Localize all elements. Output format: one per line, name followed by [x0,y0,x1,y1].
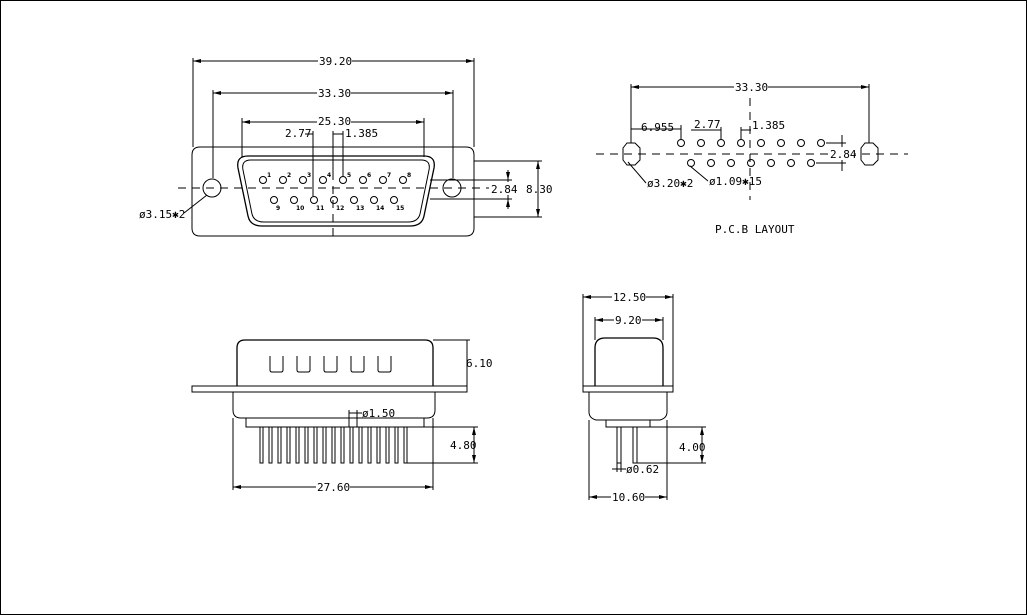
pin-number: 14 [376,205,384,212]
dim-overall-width: 39.20 [319,55,352,68]
pcb-dim-mount-pitch: 33.30 [735,81,768,94]
pcb-mount-hole-left [622,142,641,166]
end-pin-1 [616,426,622,464]
front-view: 1 2 3 4 5 6 7 8 9 10 11 12 13 14 15 [139,54,553,240]
pin [319,176,327,184]
end-shell [594,337,664,386]
pin-number: 7 [387,172,391,179]
pcb-layout-view: 33.30 6.955 2.77 1.385 2.84 ø3.20✱2 ø1.0… [596,80,908,236]
pin [350,196,358,204]
pin [359,176,367,184]
pin [279,176,287,184]
pin [379,176,387,184]
pin-number: 15 [396,205,404,212]
pin-number: 12 [336,205,344,212]
pin [270,196,278,204]
side-pins [259,426,408,464]
pcb-hole-row-1 [677,139,825,147]
dim-overall-height: 8.30 [526,183,553,196]
pin-number: 5 [347,172,351,179]
pin-number: 1 [267,172,271,179]
dim-row-spacing: 2.84 [491,183,518,196]
pcb-dim-mount-hole: ø3.20✱2 [647,177,693,190]
side-dim-pin-dia: ø1.50 [362,407,395,420]
pin [399,176,407,184]
side-dim-shell-height: 6.10 [466,357,493,370]
end-dim-shell-width: 9.20 [615,314,642,327]
pcb-hole-row-2 [687,159,815,167]
end-flange [582,385,674,393]
end-pin-base [605,419,651,428]
front-d-shell-inner [242,159,430,223]
pcb-dim-edge-offset: 6.955 [641,121,674,134]
pin-number: 2 [287,172,291,179]
pin [299,176,307,184]
pin-number: 6 [367,172,371,179]
end-body [588,392,668,421]
side-view: 6.10 ø1.50 4.80 27.60 [191,339,493,494]
dim-pin-pitch: 2.77 [285,127,312,140]
side-body [232,392,436,419]
pcb-dim-pin-hole: ø1.09✱15 [709,175,762,188]
dim-mount-pitch: 33.30 [318,87,351,100]
front-pin-row-1: 1 2 3 4 5 6 7 8 [259,172,411,184]
dim-shell-width: 25.30 [318,115,351,128]
pcb-dim-offset: 1.385 [752,119,785,132]
pcb-dim-row-spacing: 2.84 [830,148,857,161]
pin [310,196,318,204]
pcb-dim-pitch: 2.77 [694,118,721,131]
pin-number: 4 [327,172,331,179]
pin-number: 9 [276,205,280,212]
end-dim-pin-length: 4.00 [679,441,706,454]
pin [330,196,338,204]
front-pin-row-2: 9 10 11 12 13 14 15 [270,196,404,212]
end-pin-2 [632,426,638,464]
dim-mount-hole: ø3.15✱2 [139,208,185,221]
pin [370,196,378,204]
end-dim-body-width: 10.60 [612,491,645,504]
pin-number: 10 [296,205,304,212]
pin [339,176,347,184]
pin [390,196,398,204]
front-flange [191,146,475,237]
side-dim-body-width: 27.60 [317,481,350,494]
pin [259,176,267,184]
dim-pin-offset: 1.385 [345,127,378,140]
pin-number: 13 [356,205,364,212]
end-dim-pin-dia: ø0.62 [626,463,659,476]
side-pin-base [245,417,425,428]
end-dim-flange-width: 12.50 [613,291,646,304]
end-view: 12.50 9.20 4.00 ø0.62 10.60 [582,290,706,504]
side-flange [191,385,468,393]
pin-number: 8 [407,172,411,179]
pin-number: 11 [316,205,324,212]
side-dim-pin-length: 4.80 [450,439,477,452]
pin [290,196,298,204]
pin-number: 3 [307,172,311,179]
pcb-mount-hole-right [860,142,879,166]
side-contacts [269,356,392,373]
front-d-shell-outer [237,155,435,227]
pcb-layout-label: P.C.B LAYOUT [715,223,795,236]
side-shell [236,339,434,386]
